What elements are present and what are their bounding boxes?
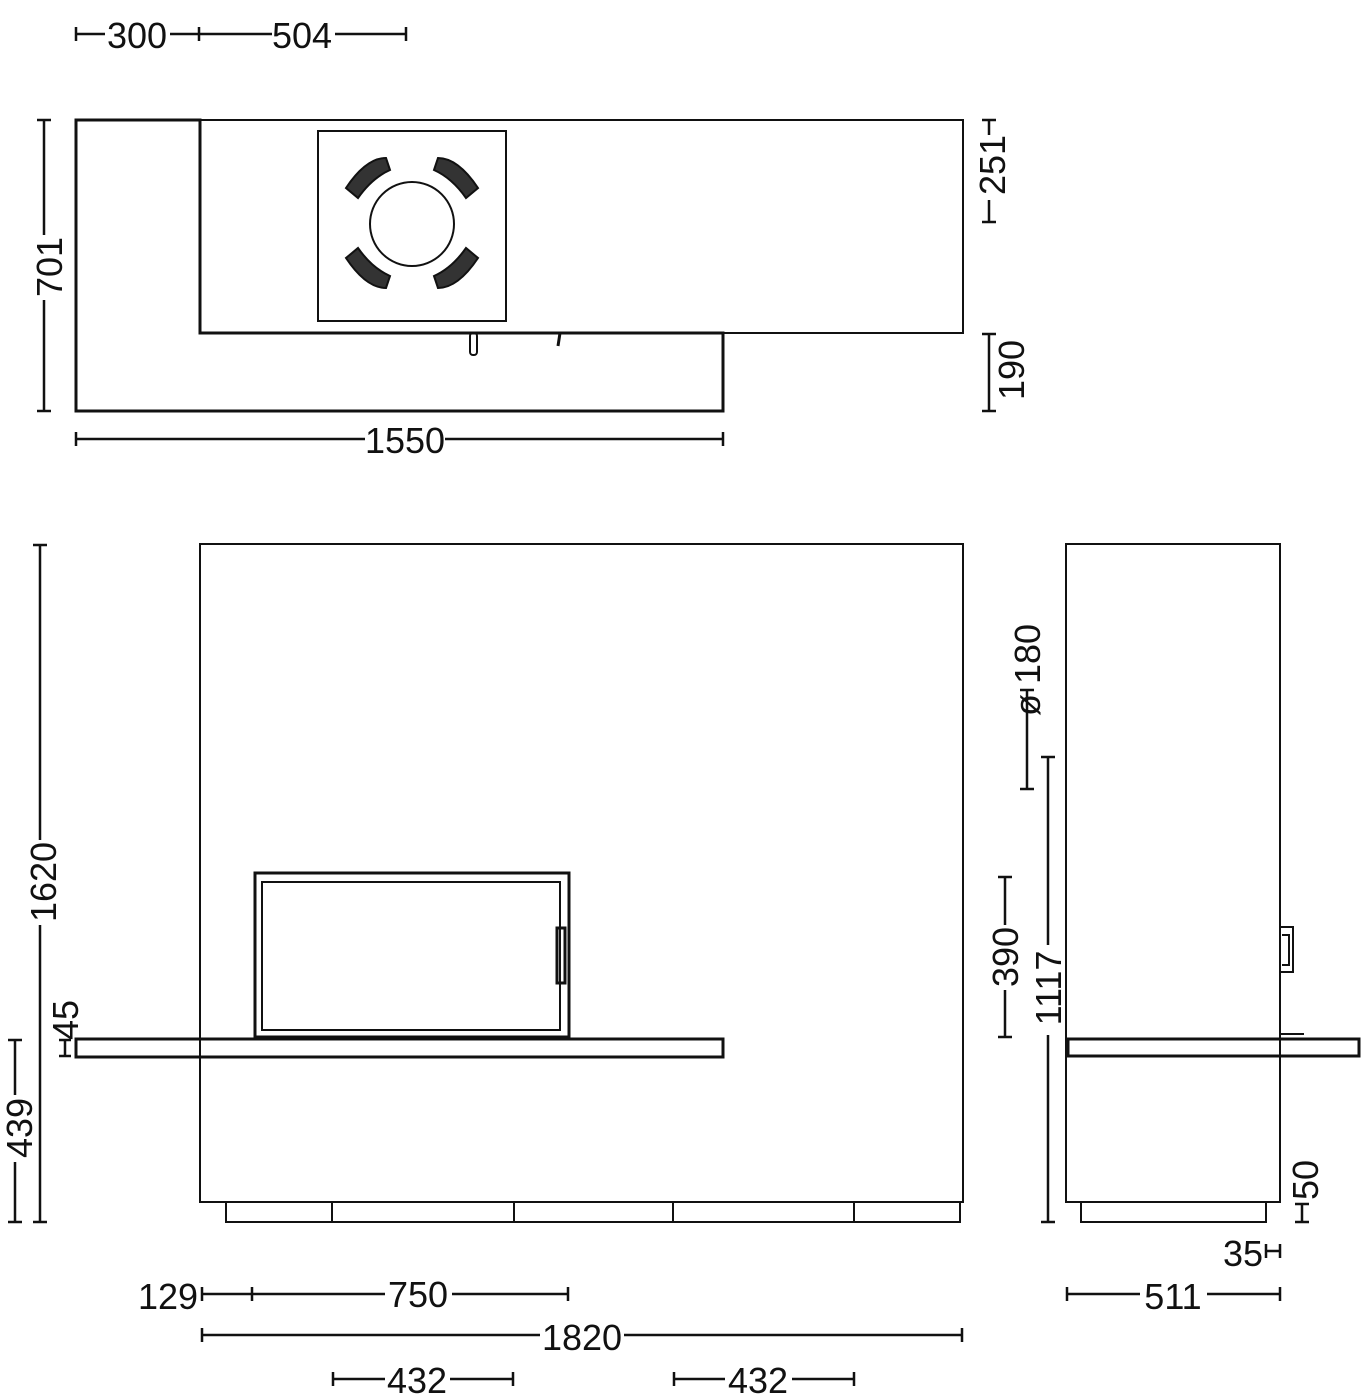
dim-50: 50 xyxy=(1285,1160,1326,1200)
dim-1620: 1620 xyxy=(23,842,64,922)
flue-circle xyxy=(369,181,455,267)
wall-outline-top xyxy=(200,119,964,334)
top-view: 300 504 701 251 190 1550 xyxy=(29,15,1032,461)
dim-1820: 1820 xyxy=(542,1317,622,1358)
dim-432-left: 432 xyxy=(387,1360,447,1400)
dim-1117: 1117 xyxy=(1028,951,1069,1026)
side-view: ø 180 390 1117 50 35 511 xyxy=(985,543,1361,1317)
dim-129: 129 xyxy=(138,1276,198,1317)
dim-504: 504 xyxy=(272,15,332,56)
plinth-front xyxy=(225,1202,961,1223)
dim-1550: 1550 xyxy=(365,420,445,461)
bench-outline-top xyxy=(74,118,725,413)
door-handle-side xyxy=(1280,926,1294,973)
dim-flue-diameter: ø 180 xyxy=(1007,624,1048,716)
dim-432-right: 432 xyxy=(728,1360,788,1400)
dim-45: 45 xyxy=(45,1000,86,1040)
burner-grates xyxy=(344,156,480,290)
plinth-side xyxy=(1080,1202,1267,1223)
dim-511: 511 xyxy=(1144,1276,1201,1317)
firebox-frame xyxy=(253,871,571,1039)
dim-35: 35 xyxy=(1223,1233,1263,1274)
wall-front xyxy=(199,543,964,1203)
dim-390: 390 xyxy=(985,927,1026,987)
bench-front xyxy=(74,1037,725,1059)
bench-side xyxy=(1066,1037,1361,1058)
dim-300: 300 xyxy=(107,15,167,56)
dim-701: 701 xyxy=(29,237,70,297)
front-view: 1620 45 439 129 750 1820 432 432 xyxy=(0,543,964,1400)
dim-251: 251 xyxy=(972,135,1013,195)
door-handle xyxy=(555,926,567,985)
firebox-glass xyxy=(261,881,561,1031)
dim-750: 750 xyxy=(388,1274,448,1315)
stove-top-plate xyxy=(317,130,507,322)
dim-439: 439 xyxy=(0,1098,40,1158)
dim-190: 190 xyxy=(991,340,1032,400)
wall-side xyxy=(1065,543,1281,1203)
lever-icon xyxy=(556,332,562,347)
knob-icon xyxy=(469,332,478,356)
